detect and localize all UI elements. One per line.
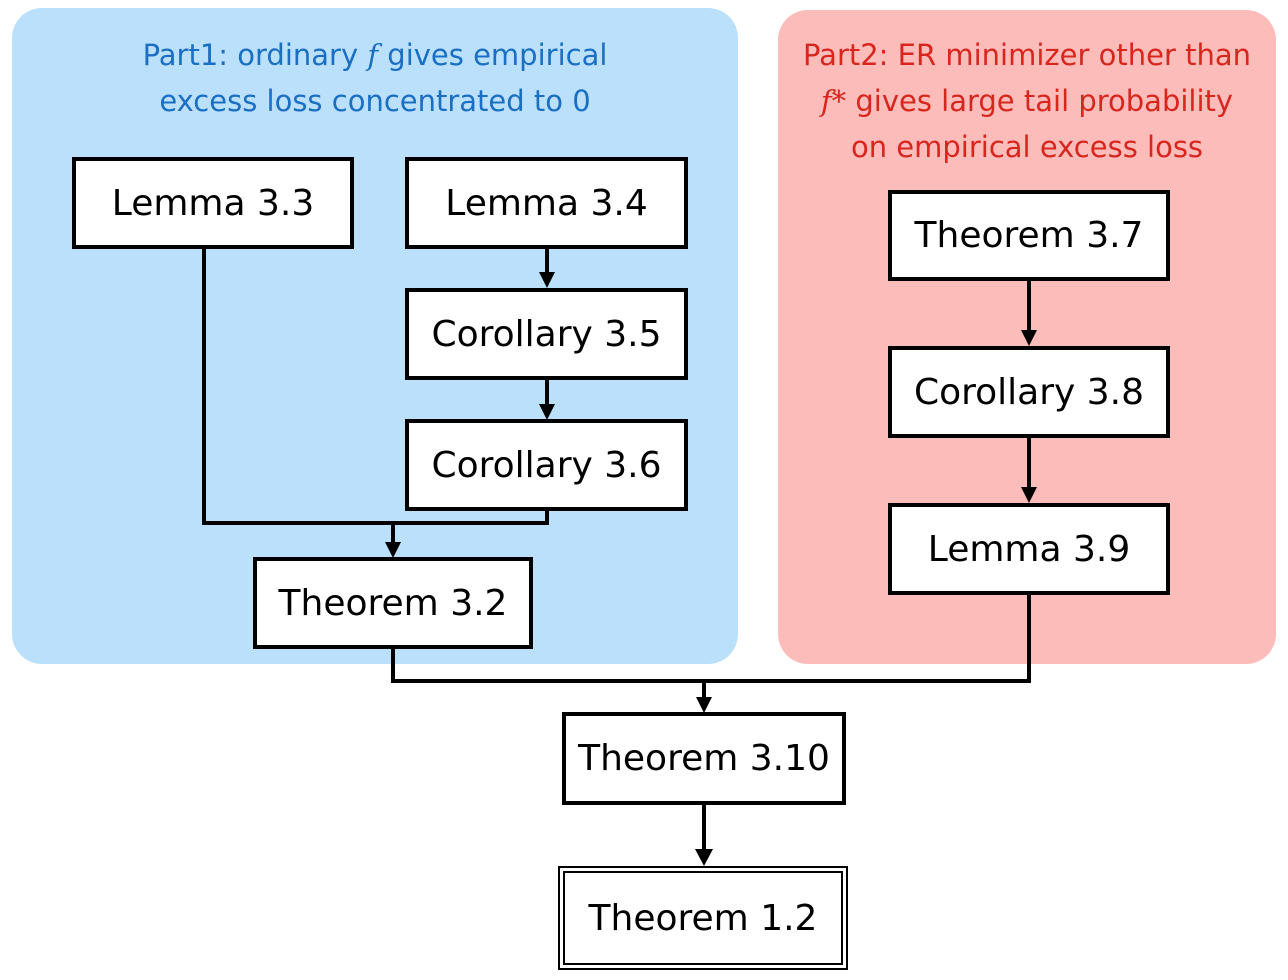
part2-title: Part2: ER minimizer other than f* gives … (802, 38, 1251, 164)
node-theorem-3-2: Theorem 3.2 (253, 557, 533, 649)
node-theorem-3-10: Theorem 3.10 (562, 712, 846, 805)
arrowhead-thm12 (695, 849, 713, 866)
node-theorem-3-7: Theorem 3.7 (888, 190, 1170, 281)
edge-lemma33-to-thm32 (202, 247, 395, 545)
node-corollary-3-8: Corollary 3.8 (888, 346, 1170, 438)
arrowhead-cor38 (1021, 330, 1037, 346)
node-corollary-3-6: Corollary 3.6 (405, 419, 688, 511)
arrowhead-thm32 (385, 542, 401, 558)
node-lemma-3-4: Lemma 3.4 (405, 157, 688, 249)
node-lemma-3-9: Lemma 3.9 (888, 503, 1170, 595)
node-theorem-1-2: Theorem 1.2 (558, 866, 848, 970)
arrowhead-cor36 (539, 404, 555, 420)
arrowhead-lemma39 (1021, 487, 1037, 503)
node-lemma-3-3: Lemma 3.3 (72, 157, 354, 249)
edge-thm32-to-thm310 (391, 648, 706, 700)
arrowhead-cor35 (539, 272, 555, 288)
arrowhead-thm310 (696, 697, 712, 713)
edge-lemma39-to-thm310 (704, 593, 1031, 683)
node-corollary-3-5: Corollary 3.5 (405, 288, 688, 380)
part1-title: Part1: ordinary f gives empirical excess… (142, 38, 608, 118)
edge-cor36-to-thm32 (393, 509, 549, 525)
